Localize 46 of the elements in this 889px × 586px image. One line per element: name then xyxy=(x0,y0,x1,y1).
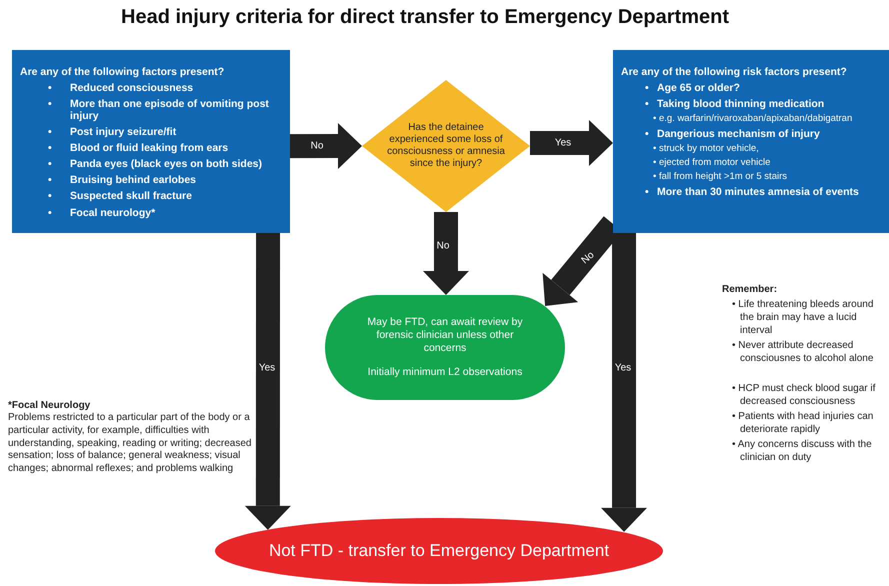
criteria-item: • Reduced consciousness xyxy=(48,82,194,94)
edge-label: No xyxy=(436,240,450,252)
criteria-item: • Focal neurology* xyxy=(48,206,156,219)
sub-item: • ejected from motor vehicle xyxy=(653,158,772,169)
criteria-item: • More than one episode of vomiting post injury xyxy=(48,98,270,122)
sub-item: • e.g. warfarin/rivaroxaban/apixaban/dabigatran xyxy=(653,114,854,126)
criteria-box xyxy=(12,50,290,233)
outcome-ellipse xyxy=(215,518,663,584)
block-arrow xyxy=(290,123,362,170)
note-heading: Remember: xyxy=(722,284,778,297)
reminder-item: • Any concerns discuss with the clinician on duty xyxy=(732,438,873,464)
criteria-item: • Suspected skull fracture xyxy=(48,190,193,202)
edge-label: Yes xyxy=(258,362,276,374)
block-arrow xyxy=(530,120,613,166)
edge-label: Yes xyxy=(554,138,572,148)
criteria-item: • More than 30 minutes amnesia of events xyxy=(645,186,860,198)
criteria-item: • Post injury seizure/fit xyxy=(48,126,178,138)
sub-item: • struck by motor vehicle, xyxy=(653,144,760,156)
reminder-item: • Never attribute decreased consciousnes to alcohol alone xyxy=(732,339,874,365)
node-text: Not FTD - transfer to Emergency Department xyxy=(268,540,610,562)
reminder-item: • Life threatening bleeds around the brain may have a lucid interval xyxy=(732,298,874,337)
decision-diamond xyxy=(362,80,530,212)
question-heading: Are any of the following factors present? xyxy=(20,66,226,78)
node-text: Initially minimum L2 observations xyxy=(368,366,522,379)
reminder-item: • Patients with head injuries can deteriorate rapidly xyxy=(732,410,874,436)
edge-label: Yes xyxy=(614,362,632,374)
criteria-item: • Taking blood thinning medication xyxy=(645,98,826,110)
block-arrow xyxy=(244,232,291,530)
criteria-item: • Dangerious mechanism of injury xyxy=(645,128,821,140)
node-text: May be FTD, can await review by forensic clinician unless other concerns xyxy=(366,316,524,354)
criteria-item: • Bruising behind earlobes xyxy=(48,174,198,186)
sub-item: • fall from height >1m or 5 stairs xyxy=(653,172,788,183)
block-arrow xyxy=(601,233,648,532)
criteria-box xyxy=(613,50,889,233)
criteria-item: • Blood or fluid leaking from ears xyxy=(48,142,230,154)
edge-label: No xyxy=(310,140,324,152)
node-text: Has the detainee experienced some loss of consciousness or amnesia since the injury? xyxy=(387,122,505,170)
criteria-item: • Age 65 or older? xyxy=(645,82,741,94)
block-arrow xyxy=(422,212,469,295)
criteria-item: • Panda eyes (black eyes on both sides) xyxy=(48,158,263,170)
diagram-title: Head injury criteria for direct transfer to Emergency Department xyxy=(120,6,730,29)
note-text: Problems restricted to a particular part of the body or a particular activity, for example, difficulties with understanding, speaking, reading or writing; decreased sensation; loss of balance; general weakness; visual changes; abnormal reflexes; and problems walking xyxy=(8,412,252,476)
edge-label: No xyxy=(580,250,596,266)
reminder-item: • HCP must check blood sugar if decreased consciousness xyxy=(732,382,876,408)
question-heading: Are any of the following risk factors present? xyxy=(621,66,848,78)
note-heading: *Focal Neurology xyxy=(8,400,92,412)
